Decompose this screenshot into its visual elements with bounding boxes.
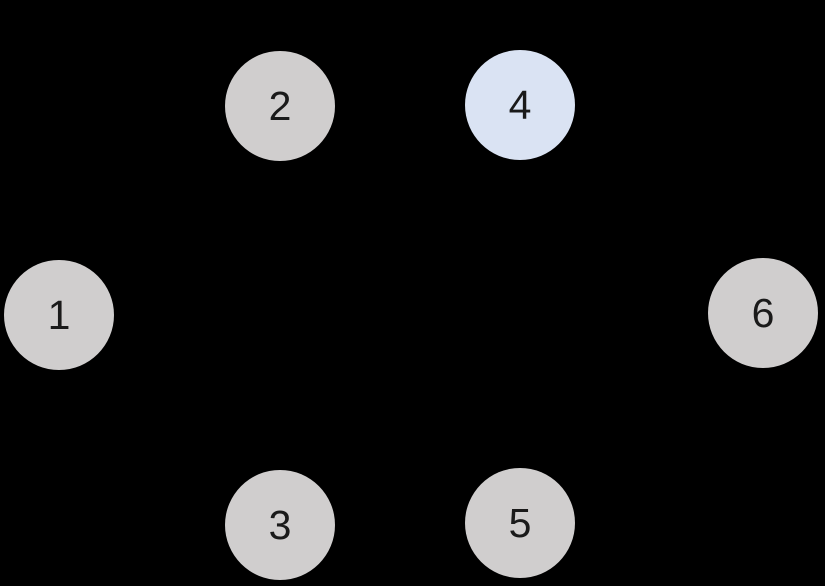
node-label-1: 1 [47,291,71,338]
graph-node-2[interactable]: 2 [225,51,335,161]
node-label-2: 2 [268,82,292,129]
graph-node-3[interactable]: 3 [225,470,335,580]
node-label-6: 6 [751,289,775,336]
graph-node-4[interactable]: 4 [465,50,575,160]
node-label-3: 3 [268,501,292,548]
graph-node-6[interactable]: 6 [708,258,818,368]
graph-node-5[interactable]: 5 [465,468,575,578]
node-label-4: 4 [508,81,532,128]
node-label-5: 5 [508,499,532,546]
graph-node-1[interactable]: 1 [4,260,114,370]
